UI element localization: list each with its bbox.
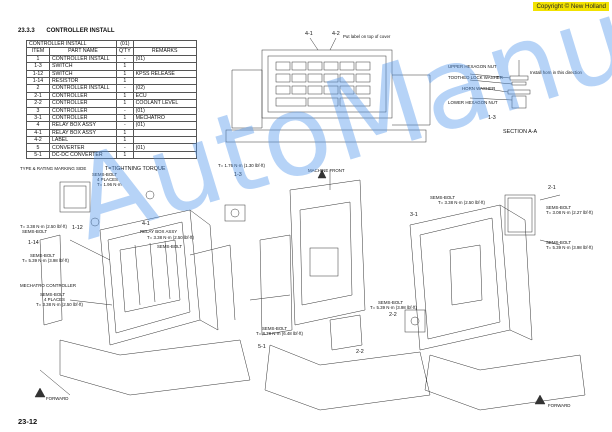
bolt-6-torque: T= 3.38 N·m (2.50 lbf·ft) (438, 200, 485, 205)
bolt-5-torque: T= 3.38 N·m (2.50 lbf·ft) (147, 235, 194, 240)
forward-arrow-right (534, 394, 546, 405)
callout-1-3-mid: 1-3 (234, 172, 242, 178)
bolt-4-torque: T= 3.38 N·m (2.50 lbf·ft) (36, 302, 83, 307)
callout-3-1: 3-1 (410, 212, 418, 218)
right-controller-frame (404, 194, 586, 411)
forward-label-left: FORWARD (46, 396, 69, 401)
bolt-7-torque: T= 3.08 N·m (2.27 lbf·ft) (546, 210, 593, 215)
cell-name: DC-DC CONVERTER (49, 150, 117, 160)
section-heading: 23.3.3 CONTROLLER INSTALL (18, 28, 125, 34)
torque-legend: T=TIGHTNING TORQUE (105, 166, 166, 172)
forward-arrow-left (34, 387, 46, 398)
leader-41-top (309, 37, 319, 51)
left-controller-frame (39, 181, 251, 396)
section-number: 23.3.3 (18, 28, 35, 34)
bolt-2-torque: T= 3.38 N·m (2.50 lbf·ft) (20, 224, 67, 229)
bolt-10-torque: T= 5.39 N·m (3.98 lbf·ft) (370, 305, 417, 310)
note-label-top: Put label on top of cover (343, 34, 391, 39)
mechatro-label: MECHATRO CONTROLLER (20, 283, 77, 288)
horn-direction-note: Install horn in this direction (530, 70, 582, 75)
callout-1-3-right: 1-3 (488, 115, 496, 121)
center-mount-frame (224, 170, 431, 411)
relay-mount-bracket-right (392, 74, 431, 126)
bolt-9-name: SEMS-BOLT (262, 326, 288, 331)
bolt-4-places: 4 PLACES (44, 297, 65, 302)
bolt-7-name: SEMS-BOLT (546, 205, 572, 210)
callout-4-1-mid: 4-1 (142, 221, 150, 227)
lower-hex-nut-label: LOWER HEXAGON NUT (448, 100, 498, 105)
switch-section-drawing (469, 60, 531, 109)
bolt-6-name: SEMS-BOLT (430, 195, 456, 200)
toothed-washer-label: TOOTHED LOCK WASHER (448, 75, 503, 80)
bolt-5-name: SEMS-BOLT (157, 244, 183, 249)
bolt-10-name: SEMS-BOLT (378, 300, 404, 305)
relay-mount-bracket-left (231, 69, 263, 129)
bolt-3-name: SEMS-BOLT (30, 253, 56, 258)
bolt-1-name: SEMS-BOLT (92, 172, 118, 177)
section-title: CONTROLLER INSTALL (46, 28, 115, 34)
callout-4-2-top: 4-2 (332, 31, 340, 37)
section-aa-label: SECTION A-A (503, 129, 538, 135)
machine-front-arrow (317, 169, 327, 179)
relay-fuse-grid (275, 61, 371, 107)
upper-hex-nut-label: UPPER HEXAGON NUT (448, 64, 497, 69)
bolt-9-torque: T= 8.78 N·m (6.48 lbf·ft) (256, 331, 303, 336)
switch-torque: T= 1.76 N·m (1.30 lbf·ft) (218, 163, 265, 168)
bolt-8-name: SEMS-BOLT (546, 240, 572, 245)
bolt-1-places: 4 PLACES (97, 177, 118, 182)
copyright-banner: Copyright © New Holland (533, 2, 609, 11)
machine-front-label: MACHINE FRONT (308, 168, 345, 173)
callout-2-1: 2-1 (548, 185, 556, 191)
page-number: 23-12 (18, 417, 38, 426)
bolt-8-torque: T= 5.39 N·m (3.98 lbf·ft) (546, 245, 593, 250)
callout-2-2-b: 2-2 (356, 349, 364, 355)
callout-2-2-a: 2-2 (389, 312, 397, 318)
relay-box-label: RELAY BOX ASSY (140, 229, 178, 234)
cell-remarks (132, 150, 197, 160)
relay-base-plate (225, 129, 427, 143)
horn-washer-label: HORN WASHER (462, 86, 496, 91)
callout-4-1-top: 4-1 (305, 31, 313, 37)
callout-5-1: 5-1 (258, 344, 266, 350)
bolt-2-name: SEMS-BOLT (22, 229, 48, 234)
marking-side-note: TYPE & RATING MARKING SIDE (20, 166, 87, 171)
relay-box-inner (267, 55, 387, 113)
parts-table: CONTROLLER INSTALL (01) ITEM PART NAME Q… (26, 39, 197, 160)
leader-42-top (329, 37, 337, 51)
callout-1-14: 1-14 (28, 240, 39, 246)
forward-label-right: FORWARD (548, 403, 571, 408)
callout-1-12: 1-12 (72, 225, 83, 231)
bolt-4-name: SEMS-BOLT (40, 292, 66, 297)
bolt-3-torque: T= 5.39 N·m (3.98 lbf·ft) (22, 258, 69, 263)
bolt-1-torque: T= 1.96 N·m (97, 182, 122, 187)
